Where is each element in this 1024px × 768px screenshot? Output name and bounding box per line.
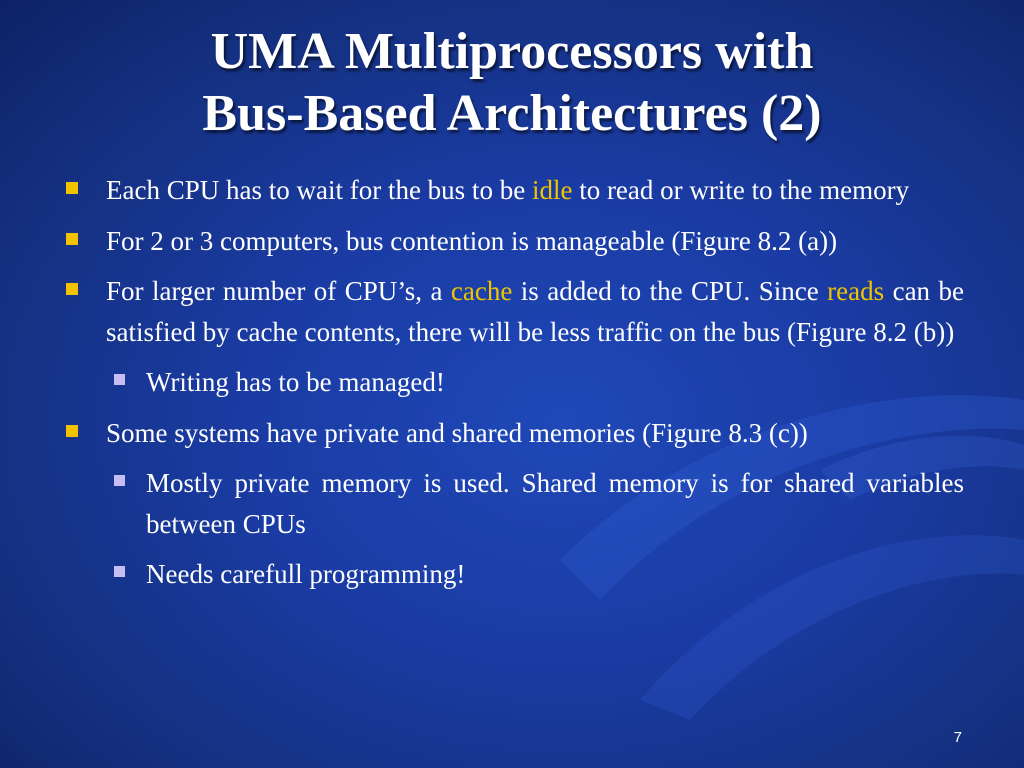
bullet-item: For larger number of CPU’s, a cache is a… bbox=[62, 271, 964, 352]
sub-bullet-text: Mostly private memory is used. Shared me… bbox=[146, 468, 964, 539]
bullet-item: Each CPU has to wait for the bus to be i… bbox=[62, 170, 964, 211]
square-sub-bullet-icon bbox=[114, 566, 125, 577]
sub-bullet-text: Needs carefull programming! bbox=[146, 559, 466, 589]
highlighted-term: idle bbox=[531, 175, 573, 205]
slide-title-line-2: Bus-Based Architectures (2) bbox=[202, 85, 822, 142]
sub-bullet-item: Mostly private memory is used. Shared me… bbox=[112, 463, 964, 544]
highlighted-term: reads bbox=[827, 276, 885, 306]
slide-title: UMA Multiprocessors with Bus-Based Archi… bbox=[0, 26, 1024, 140]
bullet-text: For larger number of CPU’s, a cache is a… bbox=[106, 276, 964, 347]
square-sub-bullet-icon bbox=[114, 374, 125, 385]
square-bullet-icon bbox=[66, 283, 78, 295]
square-bullet-icon bbox=[66, 182, 78, 194]
bullet-text: For 2 or 3 computers, bus contention is … bbox=[106, 225, 838, 256]
square-sub-bullet-icon bbox=[114, 475, 125, 486]
sub-bullet-item: Writing has to be managed! bbox=[112, 362, 964, 403]
square-bullet-icon bbox=[66, 424, 78, 437]
bullet-text: Each CPU has to wait for the bus to be i… bbox=[106, 175, 910, 205]
sub-bullet-item: Needs carefull programming! bbox=[112, 554, 964, 595]
bullet-list: Each CPU has to wait for the bus to be i… bbox=[62, 170, 964, 605]
bullet-item: Some systems have private and shared mem… bbox=[62, 413, 964, 454]
square-bullet-icon bbox=[66, 232, 78, 245]
sub-bullet-text: Writing has to be managed! bbox=[146, 367, 445, 397]
bullet-item: For 2 or 3 computers, bus contention is … bbox=[62, 221, 964, 262]
highlighted-term: cache bbox=[450, 276, 513, 306]
bullet-text: Some systems have private and shared mem… bbox=[106, 417, 808, 448]
page-number: 7 bbox=[953, 729, 962, 746]
slide-title-line-1: UMA Multiprocessors with bbox=[210, 23, 814, 80]
